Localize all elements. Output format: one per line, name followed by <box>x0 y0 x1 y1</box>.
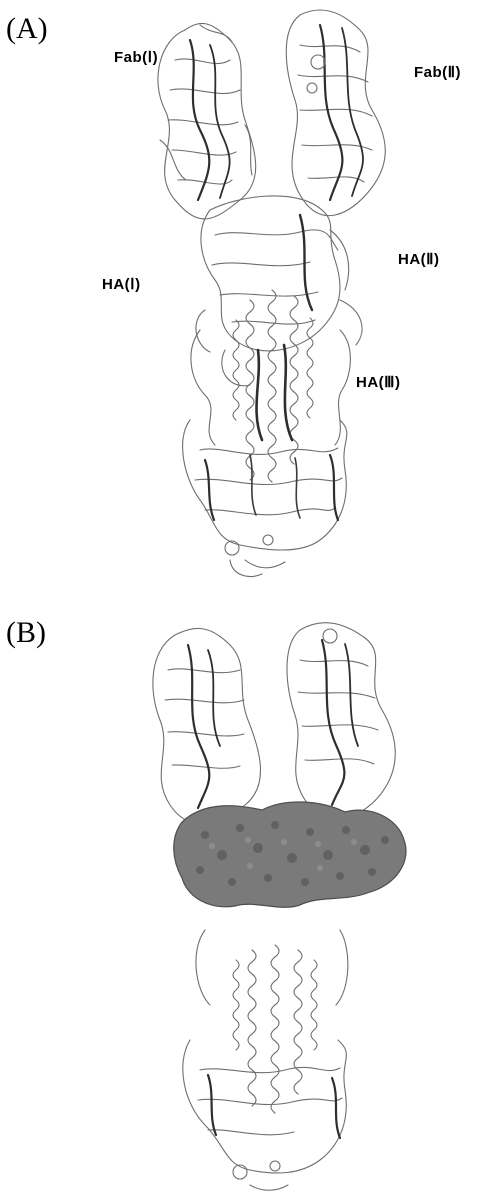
fab-1-ribbon <box>158 23 256 219</box>
space-filling-ha-head <box>174 802 406 907</box>
ha-2-label: HA(Ⅱ) <box>398 250 440 268</box>
panel-a-molecule-ribbon <box>0 0 480 600</box>
panel-b-molecule-ribbon <box>0 600 480 1198</box>
base-ribbon <box>183 930 348 1190</box>
ha-head-ribbon <box>196 196 362 386</box>
fab-2-label: Fab(Ⅱ) <box>414 63 461 81</box>
fab-2-ribbon <box>286 10 385 216</box>
ha-1-label: HA(Ⅰ) <box>102 275 141 293</box>
ha-3-label: HA(Ⅲ) <box>356 373 401 391</box>
ha-base-ribbon <box>183 330 351 576</box>
panel-a: (A) <box>0 0 480 600</box>
stalk-helices <box>233 945 317 1113</box>
fab-right-ribbon <box>287 623 395 819</box>
fab-left-ribbon <box>153 628 261 824</box>
panel-b: (B) <box>0 600 480 1198</box>
fab-1-label: Fab(Ⅰ) <box>114 48 158 66</box>
